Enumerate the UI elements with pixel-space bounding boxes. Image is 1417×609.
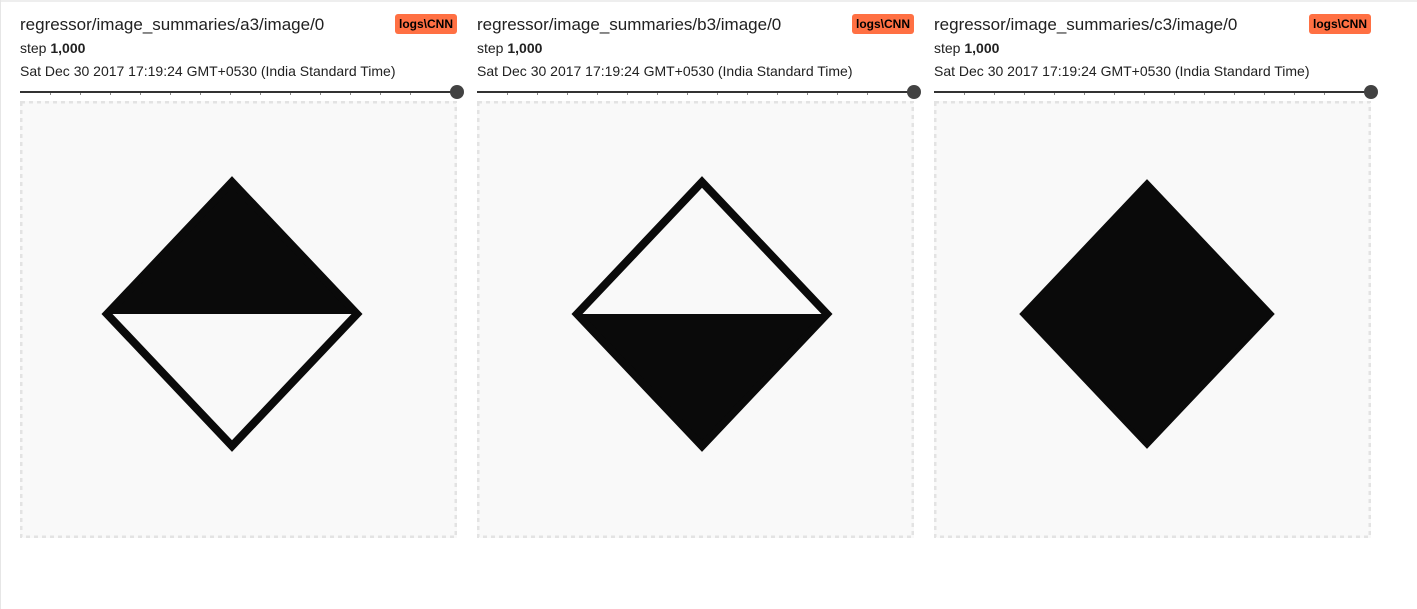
step-slider[interactable] (934, 85, 1378, 99)
image-background (20, 101, 457, 538)
card-tag-title: regressor/image_summaries/a3/image/0 (20, 15, 325, 34)
wall-time: Sat Dec 30 2017 17:19:24 GMT+0530 (India… (934, 63, 1310, 79)
slider-tick (260, 93, 261, 95)
slider-tick (200, 93, 201, 95)
image-card-c3: regressor/image_summaries/c3/image/0 log… (934, 14, 1378, 538)
slider-tick (1054, 93, 1055, 95)
slider-tick (1114, 93, 1115, 95)
slider-tick (597, 93, 598, 95)
slider-tick (410, 93, 411, 95)
step-info: step 1,000 (477, 39, 914, 57)
step-info: step 1,000 (20, 39, 457, 57)
slider-tick (1024, 93, 1025, 95)
step-value: 1,000 (507, 40, 543, 56)
slider-tick (1084, 93, 1085, 95)
window-left-edge (0, 0, 1, 609)
slider-tick (717, 93, 718, 95)
slider-tick (80, 93, 81, 95)
diamond-filled (1019, 179, 1275, 449)
window-top-edge (0, 0, 1417, 2)
card-tag-title: regressor/image_summaries/c3/image/0 (934, 15, 1238, 34)
image-pixel-border (934, 101, 1371, 538)
slider-tick (1294, 93, 1295, 95)
slider-tick (350, 93, 351, 95)
slider-tick (627, 93, 628, 95)
slider-tick (994, 93, 995, 95)
run-badge: logs\CNN (395, 14, 457, 34)
diamond-outline (101, 176, 363, 452)
image-pixel-border (477, 101, 914, 538)
slider-tick (170, 93, 171, 95)
step-label: step (477, 40, 504, 56)
step-slider-track[interactable] (477, 91, 908, 93)
diamond-filled-half (107, 182, 357, 314)
slider-tick (380, 93, 381, 95)
wall-time: Sat Dec 30 2017 17:19:24 GMT+0530 (India… (477, 63, 853, 79)
diamond-outline (571, 176, 833, 452)
slider-tick (110, 93, 111, 95)
step-slider-track[interactable] (20, 91, 451, 93)
slider-tick (290, 93, 291, 95)
slider-tick (1264, 93, 1265, 95)
image-card-b3: regressor/image_summaries/b3/image/0 log… (477, 14, 921, 538)
diamond-filled-half (577, 314, 827, 446)
image-card-a3: regressor/image_summaries/a3/image/0 log… (20, 14, 464, 538)
step-slider-knob[interactable] (1364, 85, 1378, 99)
run-badge: logs\CNN (1309, 14, 1371, 34)
step-slider-track[interactable] (934, 91, 1365, 93)
slider-tick (537, 93, 538, 95)
slider-tick (1234, 93, 1235, 95)
summary-image (477, 101, 914, 538)
summary-image-canvas (934, 101, 1371, 538)
slider-tick (140, 93, 141, 95)
slider-tick (567, 93, 568, 95)
slider-tick (50, 93, 51, 95)
step-slider-knob[interactable] (907, 85, 921, 99)
slider-tick (507, 93, 508, 95)
step-label: step (934, 40, 961, 56)
slider-tick (1204, 93, 1205, 95)
run-badge: logs\CNN (852, 14, 914, 34)
step-value: 1,000 (964, 40, 1000, 56)
slider-tick (964, 93, 965, 95)
slider-tick (657, 93, 658, 95)
step-value: 1,000 (50, 40, 86, 56)
slider-tick (320, 93, 321, 95)
summary-image (934, 101, 1371, 538)
slider-tick (230, 93, 231, 95)
slider-tick (837, 93, 838, 95)
slider-tick (1324, 93, 1325, 95)
summary-image-canvas (20, 101, 457, 538)
slider-tick (867, 93, 868, 95)
slider-tick (1174, 93, 1175, 95)
card-tag-title: regressor/image_summaries/b3/image/0 (477, 15, 782, 34)
step-slider-knob[interactable] (450, 85, 464, 99)
step-info: step 1,000 (934, 39, 1371, 57)
summary-image (20, 101, 457, 538)
image-summary-grid: regressor/image_summaries/a3/image/0 log… (20, 14, 1378, 538)
step-slider[interactable] (20, 85, 464, 99)
slider-tick (807, 93, 808, 95)
step-slider[interactable] (477, 85, 921, 99)
image-pixel-border (20, 101, 457, 538)
slider-tick (687, 93, 688, 95)
slider-tick (1144, 93, 1145, 95)
wall-time: Sat Dec 30 2017 17:19:24 GMT+0530 (India… (20, 63, 396, 79)
slider-tick (747, 93, 748, 95)
slider-tick (777, 93, 778, 95)
summary-image-canvas (477, 101, 914, 538)
step-label: step (20, 40, 47, 56)
